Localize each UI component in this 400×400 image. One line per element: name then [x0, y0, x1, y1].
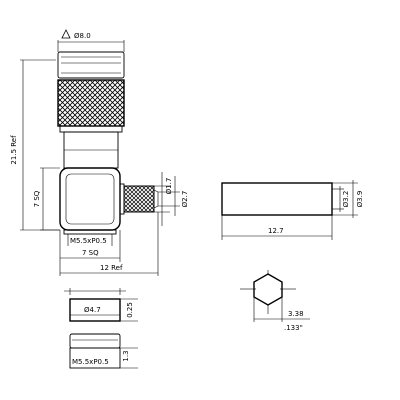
body-width-dimension: 7 SQ	[59, 230, 121, 262]
thread-label-main: M5.5xP0.5	[70, 237, 107, 245]
washer-part: Ø4.7 0.25	[64, 288, 138, 322]
body-height-dimension: 7 SQ	[33, 167, 60, 231]
overall-width-dimension: 12 Ref	[59, 212, 159, 276]
body-width-label: 7 SQ	[82, 249, 99, 257]
dia27-label: Ø2.7	[181, 191, 189, 208]
washer-dia-label: Ø4.7	[84, 306, 101, 314]
cable-diameter-dimensions: Ø1.7 Ø2.7	[124, 172, 189, 226]
thread-callout-main: M5.5xP0.5	[67, 234, 113, 246]
overall-height-label: 21.5 Ref	[10, 135, 18, 165]
nut-thread-label: M5.5xP0.5	[72, 358, 109, 366]
hex-mm-label: 3.38	[288, 310, 304, 318]
hex-socket: 3.38 .133"	[240, 270, 310, 332]
hex-diameter-dimension: Ø8.0	[57, 29, 125, 52]
dia17-label: Ø1.7	[165, 178, 173, 195]
hex-dia-label: Ø8.0	[74, 32, 91, 40]
nut-part: M5.5xP0.5 1.3	[69, 333, 138, 369]
body-height-label: 7 SQ	[33, 190, 41, 207]
nut-height-label: 1.3	[122, 350, 130, 361]
crimp-sleeve: Ø3.2 Ø3.9 12.7	[221, 180, 364, 240]
dia32-label: Ø3.2	[342, 191, 350, 208]
sleeve-length-label: 12.7	[268, 227, 284, 235]
dia39-label: Ø3.9	[356, 191, 364, 208]
washer-thickness-label: 0.25	[126, 302, 134, 318]
overall-width-label: 12 Ref	[100, 264, 123, 272]
connector-body	[57, 51, 159, 235]
hex-in-label: .133"	[284, 324, 303, 332]
